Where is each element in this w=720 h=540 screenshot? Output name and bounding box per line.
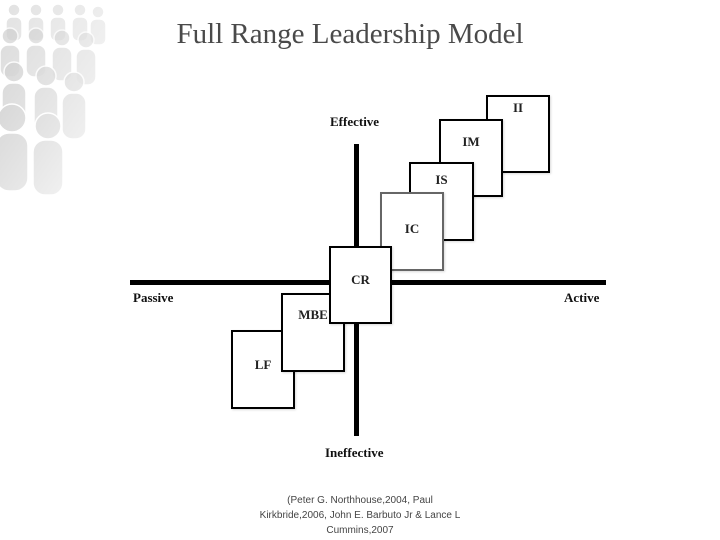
box-im-label: IM (462, 134, 480, 149)
box-ii-label: II (512, 100, 524, 115)
box-ic-label: IC (404, 221, 420, 236)
axis-label-effective: Effective (330, 114, 380, 129)
people-crowd-graphic (0, 0, 135, 195)
citation-line-2: Kirkbride,2006, John E. Barbuto Jr & Lan… (259, 510, 461, 521)
citation: (Peter G. Northhouse,2004, Paul Kirkbrid… (240, 493, 480, 538)
citation-line-3: Cummins,2007 (326, 525, 394, 536)
citation-line-1: (Peter G. Northhouse,2004, Paul (287, 495, 433, 506)
box-cr: CR (329, 246, 392, 324)
box-mbe-label: MBE (298, 307, 328, 322)
axis-label-active: Active (564, 290, 600, 305)
axis-label-passive: Passive (133, 290, 174, 305)
page-title: Full Range Leadership Model (176, 18, 524, 50)
box-is-label: IS (435, 172, 448, 187)
axis-label-ineffective: Ineffective (325, 445, 384, 460)
box-cr-label: CR (351, 272, 370, 287)
box-lf-label: LF (254, 357, 272, 372)
